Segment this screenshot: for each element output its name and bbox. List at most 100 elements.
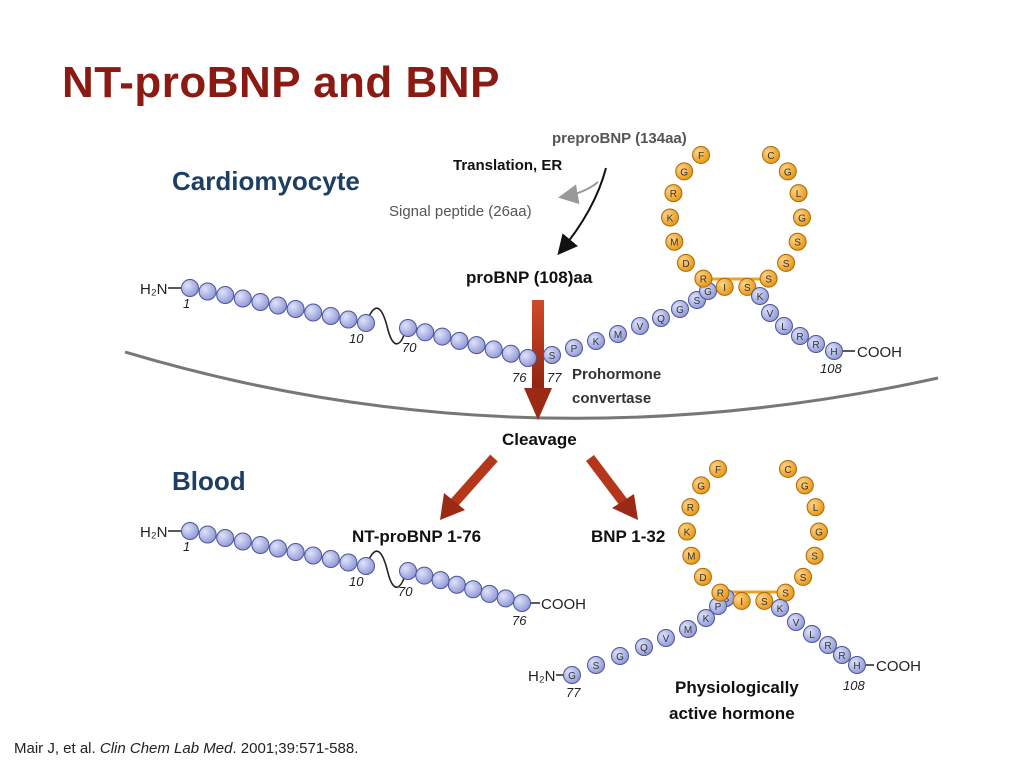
c-terminus-top: COOH: [857, 344, 902, 361]
bnp-ring-bead-top: G: [778, 162, 797, 181]
svg-text:C: C: [784, 465, 791, 476]
svg-text:M: M: [684, 625, 692, 636]
svg-text:S: S: [811, 552, 818, 563]
svg-text:S: S: [783, 259, 790, 270]
svg-text:L: L: [813, 503, 819, 514]
nt-probnp-bead-bottom: [447, 575, 466, 594]
bnp-bead-bottom: P: [709, 597, 727, 615]
svg-text:I: I: [723, 283, 726, 294]
bnp-bead-top: P: [565, 339, 583, 357]
svg-text:R: R: [796, 332, 803, 343]
bnp-ring-bead-top: K: [661, 208, 680, 227]
bnp-bead-top: K: [751, 287, 769, 305]
nt-probnp-bead-top: [233, 289, 252, 308]
n-terminus-bnp: H₂N: [528, 668, 556, 685]
nt-probnp-bead-top: [321, 307, 340, 325]
n-terminus-ntprobnp: H₂N: [140, 524, 168, 541]
bnp-bead-bottom: R: [833, 646, 851, 664]
nt-probnp-bead-top: [416, 323, 435, 342]
nt-probnp-bead-bottom: [181, 522, 199, 540]
bnp-bead-top: L: [775, 317, 793, 335]
translation-arrow: [557, 167, 607, 256]
nt-probnp-bead-bottom: [321, 550, 340, 568]
label-physiologically: Physiologically: [675, 678, 799, 697]
svg-text:R: R: [838, 651, 845, 662]
cleavage-arrow-down: [524, 300, 552, 420]
nt-probnp-bead-bottom: [286, 543, 305, 561]
bnp-ring-bead-bottom: G: [795, 476, 814, 495]
bnp-bead-top: M: [609, 325, 627, 343]
linker-top: [365, 307, 407, 345]
svg-text:K: K: [757, 292, 764, 303]
amino-acid-beads: SPKMVQGSGFGRKMDRISSSSGLGCKVLRRHSPKMVQGSG…: [181, 145, 866, 684]
cleavage-arrow-left: [440, 454, 498, 520]
residue-number-77-top: 77: [547, 370, 562, 385]
bnp-bead-bottom: V: [657, 629, 675, 647]
citation-authors: Mair J, et al.: [14, 740, 100, 757]
bnp-bead-bottom: K: [771, 599, 789, 617]
nt-probnp-bead-bottom: [496, 589, 515, 608]
svg-text:K: K: [684, 528, 691, 539]
bnp-ring-bead-top: C: [761, 145, 780, 164]
linker-bottom: [365, 550, 407, 588]
svg-text:K: K: [593, 337, 600, 348]
citation: Mair J, et al. Clin Chem Lab Med. 2001;3…: [14, 740, 358, 757]
svg-text:K: K: [667, 214, 674, 225]
bnp-bead-bottom: V: [787, 613, 805, 631]
label-convertase: convertase: [572, 390, 652, 407]
residue-number-77-bottom: 77: [566, 685, 581, 700]
slide-title: NT-proBNP and BNP: [62, 58, 500, 107]
bnp-bead-top: V: [631, 317, 649, 335]
bnp-ring-bead-bottom: F: [709, 459, 728, 478]
bnp-bead-top: R: [791, 327, 809, 345]
signal-peptide-arrow: [558, 181, 599, 205]
label-signal-peptide: Signal peptide (26aa): [389, 203, 532, 220]
bnp-bead-top: K: [587, 332, 605, 350]
citation-details: . 2001;39:571-588.: [232, 740, 359, 757]
svg-text:S: S: [549, 351, 556, 362]
svg-text:R: R: [824, 641, 831, 652]
label-preprobnp: preproBNP (134aa): [552, 130, 687, 147]
bnp-ring-bead-top: R: [694, 269, 713, 288]
svg-text:R: R: [670, 189, 677, 200]
residue-number-76-top: 76: [512, 370, 527, 385]
svg-text:L: L: [809, 630, 815, 641]
bnp-bead-bottom: L: [803, 625, 821, 643]
bnp-bead-top: Q: [652, 309, 670, 327]
nt-probnp-bead-top: [450, 331, 469, 350]
bnp-ring-bead-top: S: [738, 277, 757, 296]
bnp-ring-bead-top: D: [676, 253, 695, 272]
nt-probnp-bead-top: [501, 344, 520, 363]
nt-probnp-bead-bottom: [216, 529, 235, 547]
svg-text:G: G: [704, 287, 712, 298]
svg-text:F: F: [698, 151, 704, 162]
nt-probnp-bead-bottom: [480, 584, 499, 603]
c-terminus-ntprobnp: COOH: [541, 596, 586, 613]
svg-text:R: R: [700, 275, 707, 286]
nt-probnp-bead-bottom: [415, 566, 434, 585]
label-active-hormone: active hormone: [669, 704, 795, 723]
nt-probnp-bead-top: [467, 336, 486, 355]
bnp-ring-bead-bottom: K: [678, 522, 697, 541]
svg-text:G: G: [815, 528, 823, 539]
svg-text:C: C: [767, 151, 774, 162]
svg-text:R: R: [812, 340, 819, 351]
nt-probnp-bead-top: [216, 286, 235, 304]
bnp-ring-bead-top: S: [759, 269, 778, 288]
svg-text:Q: Q: [640, 643, 648, 654]
svg-text:D: D: [682, 259, 689, 270]
nt-probnp-bead-top: [304, 303, 323, 322]
label-translation: Translation, ER: [453, 157, 563, 174]
bnp-ring-bead-bottom: I: [732, 591, 751, 610]
svg-text:H: H: [853, 661, 860, 672]
svg-text:G: G: [798, 214, 806, 225]
bnp-bead-bottom: G: [611, 647, 629, 665]
nt-probnp-bead-bottom: [304, 546, 323, 565]
bnp-ring-bead-bottom: G: [692, 476, 711, 495]
nt-probnp-bead-bottom: [198, 525, 217, 544]
svg-text:G: G: [676, 305, 684, 316]
bnp-bead-bottom: R: [819, 636, 837, 654]
bnp-bead-top: R: [807, 335, 825, 353]
bnp-ring-bead-bottom: S: [805, 546, 824, 565]
